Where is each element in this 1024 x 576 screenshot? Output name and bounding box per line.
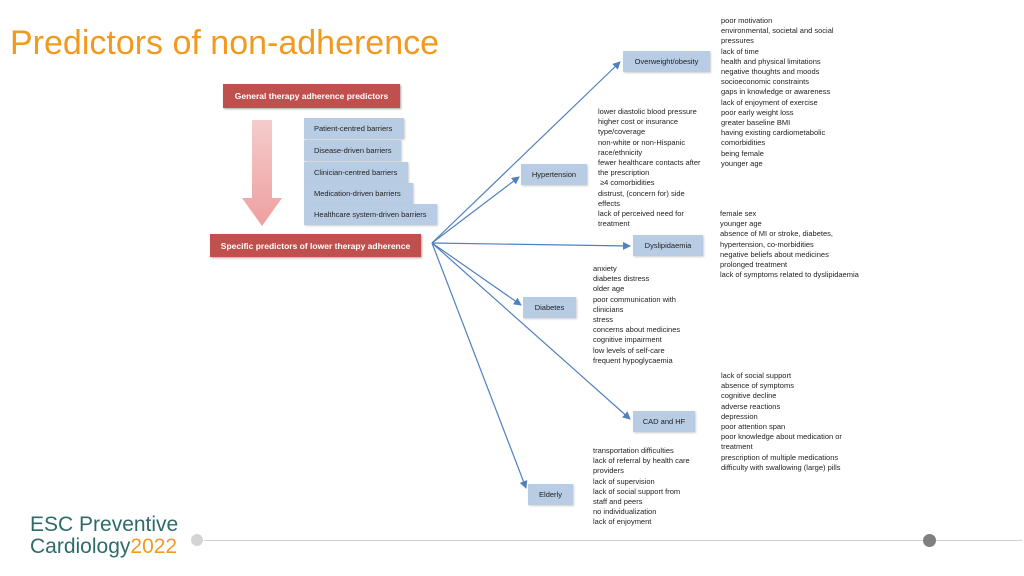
connector-elderly (431, 242, 528, 489)
connector-dyslipidaemia (431, 241, 631, 250)
list-dyslipidaemia: female sex younger age absence of MI or … (720, 209, 859, 280)
footer-divider (204, 540, 1022, 541)
list-item: adverse reactions (721, 401, 781, 411)
list-item: negative thoughts and moods (721, 67, 820, 77)
page-title: Predictors of non-adherence (10, 24, 440, 62)
barrier-patient: Patient-centred barriers (304, 118, 404, 139)
node-diabetes: Diabetes (523, 297, 576, 318)
node-elderly: Elderly (528, 484, 573, 505)
list-item: socioeconomic constraints (721, 77, 809, 87)
list-item: lack of supervision (593, 476, 655, 486)
list-item: the prescription (598, 168, 650, 178)
list-item: poor attention span (721, 422, 786, 432)
esc-logo: ESC Preventive Cardiology2022 (30, 514, 178, 558)
list-item: younger age (721, 158, 763, 168)
node-overweight: Overweight/obesity (623, 51, 710, 72)
list-item: lack of social support from (593, 486, 681, 496)
list-item: non-white or non-Hispanic (598, 137, 686, 147)
barrier-medication: Medication-driven barriers (304, 183, 413, 204)
list-item: absence of MI or stroke, diabetes, (720, 229, 833, 239)
list-item: hypertension, co-morbidities (720, 239, 814, 249)
list-item: anxiety (593, 264, 617, 273)
logo-line1: ESC Preventive (30, 513, 179, 536)
list-item: being female (721, 148, 764, 158)
list-item: poor motivation (721, 16, 773, 25)
list-item: distrust, (concern for) side (598, 188, 685, 198)
list-item: frequent hypoglycaemia (593, 355, 673, 365)
list-item: stress (593, 315, 614, 325)
list-item: negative beliefs about medicines (720, 249, 829, 259)
list-item: lack of symptoms related to dyslipidaemi… (720, 270, 859, 280)
connector-diabetes (431, 242, 522, 306)
list-item: comorbidities (721, 138, 766, 148)
list-item: lack of referral by health care (593, 456, 690, 466)
list-item: health and physical limitations (721, 56, 821, 66)
list-item: prescription of multiple medications (721, 452, 839, 462)
list-item: lack of enjoyment of exercise (721, 97, 818, 107)
list-item: environmental, societal and social (721, 26, 834, 36)
list-item: difficulty with swallowing (large) pills (721, 462, 841, 472)
list-item: younger age (720, 219, 762, 229)
list-item: fewer healthcare contacts after (598, 158, 701, 168)
list-item: ≥4 comorbidities (600, 178, 655, 188)
list-item: no individualization (593, 507, 657, 517)
list-item: poor communication with (593, 294, 676, 304)
list-item: gaps in knowledge or awareness (721, 87, 831, 97)
list-diabetes: anxiety diabetes distress older age poor… (593, 264, 680, 366)
node-cad-hf: CAD and HF (633, 411, 695, 432)
specific-predictors-box: Specific predictors of lower therapy adh… (210, 234, 421, 257)
list-item: race/ethnicity (598, 147, 643, 157)
list-item: poor knowledge about medication or (721, 432, 842, 442)
list-item: cognitive decline (721, 391, 777, 401)
list-item: lack of enjoyment (593, 517, 652, 527)
list-item: low levels of self-care (593, 345, 665, 355)
list-item: staff and peers (593, 497, 643, 507)
footer-dot-right (923, 534, 936, 547)
down-arrow (242, 120, 282, 226)
list-item: diabetes distress (593, 274, 650, 284)
logo-year: 2022 (130, 535, 178, 558)
footer-dot-left (191, 534, 203, 546)
connector-overweight (431, 61, 621, 244)
connector-hypertension (431, 176, 520, 244)
list-item: providers (593, 466, 624, 476)
list-item: depression (721, 411, 758, 421)
list-item: lower diastolic blood pressure (598, 107, 697, 116)
list-item: transportation difficulties (593, 446, 674, 455)
list-item: type/coverage (598, 127, 646, 137)
list-item: lack of social support (721, 371, 792, 380)
list-item: treatment (721, 442, 753, 452)
list-item: female sex (720, 209, 757, 218)
logo-line2: Cardiology (30, 535, 131, 558)
list-item: lack of perceived need for (598, 209, 684, 219)
connector-cad-hf (431, 242, 631, 420)
list-item: absence of symptoms (721, 381, 794, 391)
list-item: lack of time (721, 46, 759, 56)
list-item: having existing cardiometabolic (721, 128, 826, 138)
barrier-disease: Disease-driven barriers (304, 140, 401, 161)
list-item: poor early weight loss (721, 107, 794, 117)
general-predictors-box: General therapy adherence predictors (223, 84, 400, 108)
list-item: effects (598, 198, 620, 208)
list-item: older age (593, 284, 625, 294)
list-item: greater baseline BMI (721, 118, 791, 128)
list-item: treatment (598, 219, 630, 229)
list-hypertension: lower diastolic blood pressure higher co… (598, 107, 701, 229)
list-elderly: transportation difficulties lack of refe… (593, 446, 690, 528)
list-cad-hf: lack of social support absence of sympto… (721, 371, 842, 473)
barrier-clinician: Clinician-centred barriers (304, 162, 408, 183)
barrier-healthcare-system: Healthcare system-driven barriers (304, 204, 437, 225)
node-hypertension: Hypertension (521, 164, 587, 185)
list-item: higher cost or insurance (598, 117, 679, 127)
list-item: prolonged treatment (720, 260, 788, 270)
list-item: cognitive impairment (593, 335, 662, 345)
list-item: pressures (721, 36, 754, 46)
list-overweight: poor motivation environmental, societal … (721, 16, 834, 169)
list-item: clinicians (593, 304, 624, 314)
list-item: concerns about medicines (593, 325, 681, 335)
node-dyslipidaemia: Dyslipidaemia (633, 235, 703, 256)
